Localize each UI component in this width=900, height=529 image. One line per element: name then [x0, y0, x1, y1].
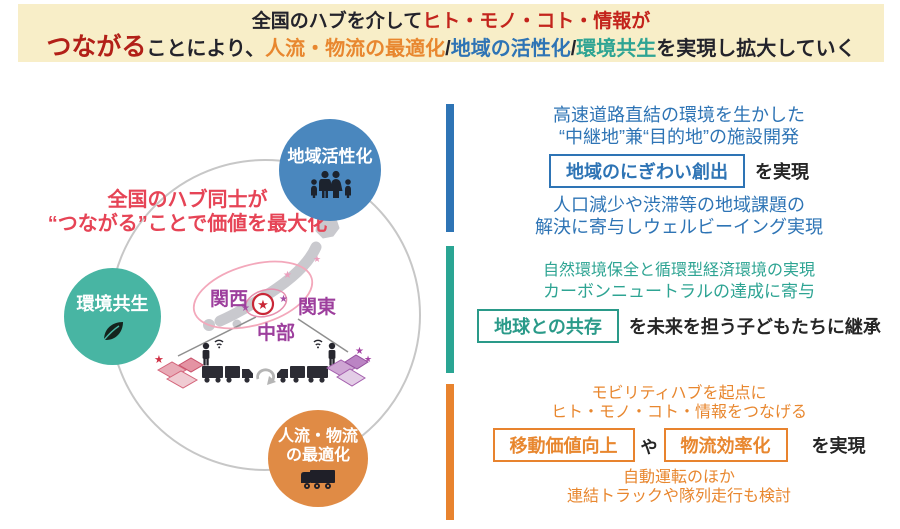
hub-ellipses: [192, 260, 314, 330]
section-regional-vitalization: 高速道路直結の環境を生かした “中継地”兼“目的地”の施設開発 地域のにぎわい創…: [446, 104, 894, 238]
family-icon: [311, 170, 351, 198]
mobility-line3: 自動運転のほか: [622, 469, 735, 486]
wifi-icon: [214, 339, 224, 349]
hub-network-diagram: ★ ★ ★ ★ ★: [0, 90, 455, 529]
bubble-environment-label: 環境共生: [76, 294, 149, 314]
regional-line1: 高速道路直結の環境を生かした: [553, 105, 805, 125]
banner-line2: つながることにより、人流・物流の最適化/地域の活性化/環境共生を実現し拡大してい…: [18, 34, 884, 63]
mobility-line1: モビリティハブを起点に: [591, 385, 767, 402]
section-bar-orange: [446, 384, 454, 520]
truck-right-icon: [277, 366, 328, 383]
central-hub: ★: [251, 292, 275, 316]
regional-box-row: 地域のにぎわい創出 を実現: [464, 154, 894, 188]
truck-icon: [301, 469, 335, 489]
section-bar-blue: [446, 104, 454, 232]
star-city-west: ★: [154, 354, 164, 366]
bubble-environment: 環境共生: [64, 268, 161, 365]
mobility-keyword-box-1: 移動価値向上: [492, 428, 635, 462]
region-label-kanto: 関東: [297, 297, 336, 318]
banner-slash-2: /: [570, 38, 577, 60]
banner-keyword-flow: 人流・物流の最適化: [265, 38, 446, 60]
mobility-line2: ヒト・モノ・コト・情報をつなげる: [550, 404, 807, 421]
diagram-headline-line2: “つながる”ことで価値を最大化: [47, 213, 328, 235]
banner-keyword-tsunagaru: つながる: [46, 33, 147, 61]
person-icon: [328, 342, 336, 366]
mobility-line4: 連結トラックや隊列走行も検討: [566, 488, 791, 505]
banner-line1-prefix: 全国のハブを介して: [251, 11, 423, 32]
environment-box-suffix: を未来を担う子どもたちに継承: [628, 317, 881, 337]
region-label-kansai: 関西: [209, 289, 248, 310]
regional-line2: “中継地”兼“目的地”の施設開発: [559, 127, 799, 147]
mobility-box-suffix: を実現: [811, 436, 866, 456]
regional-line4: 解決に寄与しウェルビーイング実現: [535, 217, 823, 237]
star-west: ★: [241, 303, 250, 314]
region-label-chubu: 中部: [256, 323, 295, 344]
person-icon: [202, 342, 210, 366]
banner-line2-suffix: を実現し拡大していく: [656, 38, 856, 60]
map-honshu: [214, 241, 322, 327]
hub-connector-lines: [177, 316, 349, 357]
headline-banner: 全国のハブを介してヒト・モノ・コト・情報が つながることにより、人流・物流の最適…: [18, 4, 884, 62]
diagram-artwork: ★ ★ ★ ★ ★: [109, 159, 421, 471]
environment-line1: 自然環境保全と循環型経済環境の実現: [542, 262, 815, 279]
star-pink-1: ★: [283, 270, 292, 281]
hub-outer-ellipse: [192, 260, 314, 330]
section-regional-content: 高速道路直結の環境を生かした “中継地”兼“目的地”の施設開発 地域のにぎわい創…: [464, 104, 894, 238]
u-turn-arrow-icon: [256, 368, 276, 385]
hub-inner-ellipse: [244, 288, 288, 318]
diagram-headline: 全国のハブ同士が “つながる”ことで価値を最大化: [15, 188, 360, 236]
bubble-regional-label: 地域活性化: [287, 147, 373, 166]
regional-line3: 人口減少や渋滞等の地域課題の: [553, 195, 805, 215]
environment-line2: カーボンニュートラルの達成に寄与: [543, 282, 815, 301]
star-city-east-2: ★: [364, 354, 372, 364]
section-environment: 自然環境保全と循環型経済環境の実現 カーボンニュートラルの達成に寄与 地球との共…: [446, 246, 894, 373]
section-environment-content: 自然環境保全と循環型経済環境の実現 カーボンニュートラルの達成に寄与 地球との共…: [464, 246, 894, 373]
city-west-illustration: ★: [154, 354, 204, 389]
banner-line1-highlight: ヒト・モノ・コト・情報が: [422, 11, 651, 32]
regional-keyword-box: 地域のにぎわい創出: [549, 154, 745, 188]
banner-line2-a: ことにより、: [146, 38, 266, 60]
hub-star-icon: ★: [257, 297, 269, 312]
section-mobility-content: モビリティハブを起点に ヒト・モノ・コト・情報をつなげる 移動価値向上 や 物流…: [464, 384, 894, 520]
bubble-regional-vitalization: 地域活性化: [279, 119, 381, 221]
bubble-flow-label: 人流・物流 の最適化: [278, 427, 358, 465]
star-pink-2: ★: [313, 254, 321, 264]
section-mobility: モビリティハブを起点に ヒト・モノ・コト・情報をつなげる 移動価値向上 や 物流…: [446, 384, 894, 520]
leaf-icon: [102, 322, 123, 341]
star-east: ★: [279, 294, 288, 305]
bubble-flow-label-line1: 人流・物流: [277, 427, 358, 445]
regional-box-suffix: を実現: [755, 162, 809, 182]
mobility-keyword-box-2: 物流効率化: [663, 428, 788, 462]
banner-keyword-region: 地域の活性化: [450, 38, 571, 60]
scatter-stars: ★ ★ ★ ★: [241, 254, 321, 314]
mobility-box-row: 移動価値向上 や 物流効率化 を実現: [464, 428, 894, 462]
city-east-illustration: ★ ★: [325, 346, 372, 387]
diagram-headline-line1: 全国のハブ同士が: [107, 189, 268, 211]
bubble-flow-optimization: 人流・物流 の最適化: [268, 410, 368, 507]
banner-line1: 全国のハブを介してヒト・モノ・コト・情報が: [18, 9, 884, 34]
mobility-joiner: や: [640, 437, 658, 457]
wifi-icon: [313, 339, 323, 349]
environment-keyword-box: 地球との共存: [477, 309, 619, 343]
bubble-flow-label-line2: の最適化: [285, 446, 350, 464]
banner-keyword-env: 環境共生: [576, 38, 657, 60]
truck-left-icon: [202, 366, 253, 383]
banner-slash-1: /: [445, 38, 451, 60]
section-bar-teal: [446, 246, 454, 373]
star-city-east-1: ★: [355, 346, 364, 357]
environment-box-row: 地球との共存 を未来を担う子どもたちに継承: [464, 309, 894, 343]
connected-people: [202, 339, 336, 366]
